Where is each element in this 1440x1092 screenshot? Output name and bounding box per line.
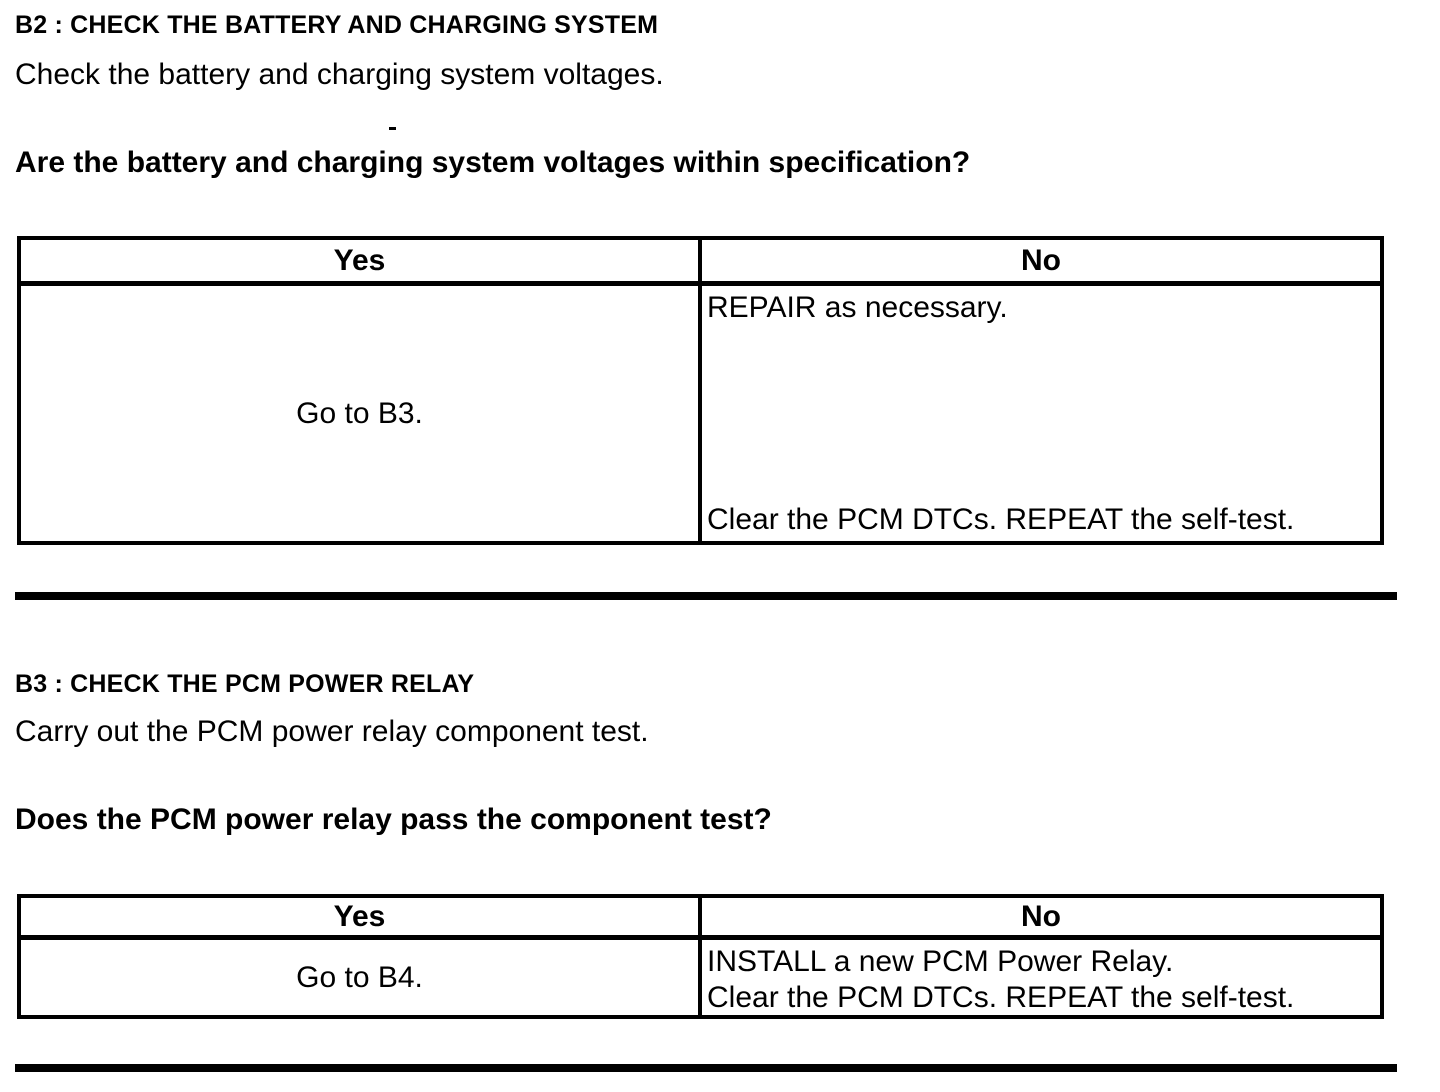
step-b3-instruction: Carry out the PCM power relay component … xyxy=(15,715,649,748)
no-action-line: Clear the PCM DTCs. REPEAT the self-test… xyxy=(707,981,1295,1014)
no-column-header: No xyxy=(1021,243,1061,277)
decision-table-b2: Yes No Go to B3. REPAIR as necessary. Cl… xyxy=(17,236,1384,545)
step-b2-instruction: Check the battery and charging system vo… xyxy=(15,58,664,91)
decision-table-b3: Yes No Go to B4. INSTALL a new PCM Power… xyxy=(17,894,1384,1019)
no-action-cell: REPAIR as necessary. Clear the PCM DTCs.… xyxy=(702,286,1380,541)
step-b3-heading: B3 : CHECK THE PCM POWER RELAY xyxy=(15,670,475,698)
yes-column-header: Yes xyxy=(21,240,702,281)
no-action-line: INSTALL a new PCM Power Relay. xyxy=(707,945,1174,978)
no-action-line: Clear the PCM DTCs. REPEAT the self-test… xyxy=(707,503,1295,536)
step-b3-question: Does the PCM power relay pass the compon… xyxy=(15,803,772,836)
table-body-row: Go to B3. REPAIR as necessary. Clear the… xyxy=(21,286,1380,541)
yes-column-header: Yes xyxy=(21,898,702,935)
no-action-line: REPAIR as necessary. xyxy=(707,291,1008,324)
table-body-row: Go to B4. INSTALL a new PCM Power Relay.… xyxy=(21,940,1380,1015)
table-header-row: Yes No xyxy=(21,240,1380,286)
table-header-row: Yes No xyxy=(21,898,1380,940)
no-column-header: No xyxy=(1021,899,1061,933)
yes-action-cell: Go to B3. xyxy=(21,286,702,541)
no-action-cell: INSTALL a new PCM Power Relay. Clear the… xyxy=(702,940,1380,1015)
page-bottom-rule xyxy=(15,1064,1397,1072)
step-b2-heading: B2 : CHECK THE BATTERY AND CHARGING SYST… xyxy=(15,11,659,39)
section-divider-rule xyxy=(15,592,1397,600)
stray-mark xyxy=(389,127,396,130)
step-b2-question: Are the battery and charging system volt… xyxy=(15,146,971,179)
yes-action-cell: Go to B4. xyxy=(21,940,702,1015)
